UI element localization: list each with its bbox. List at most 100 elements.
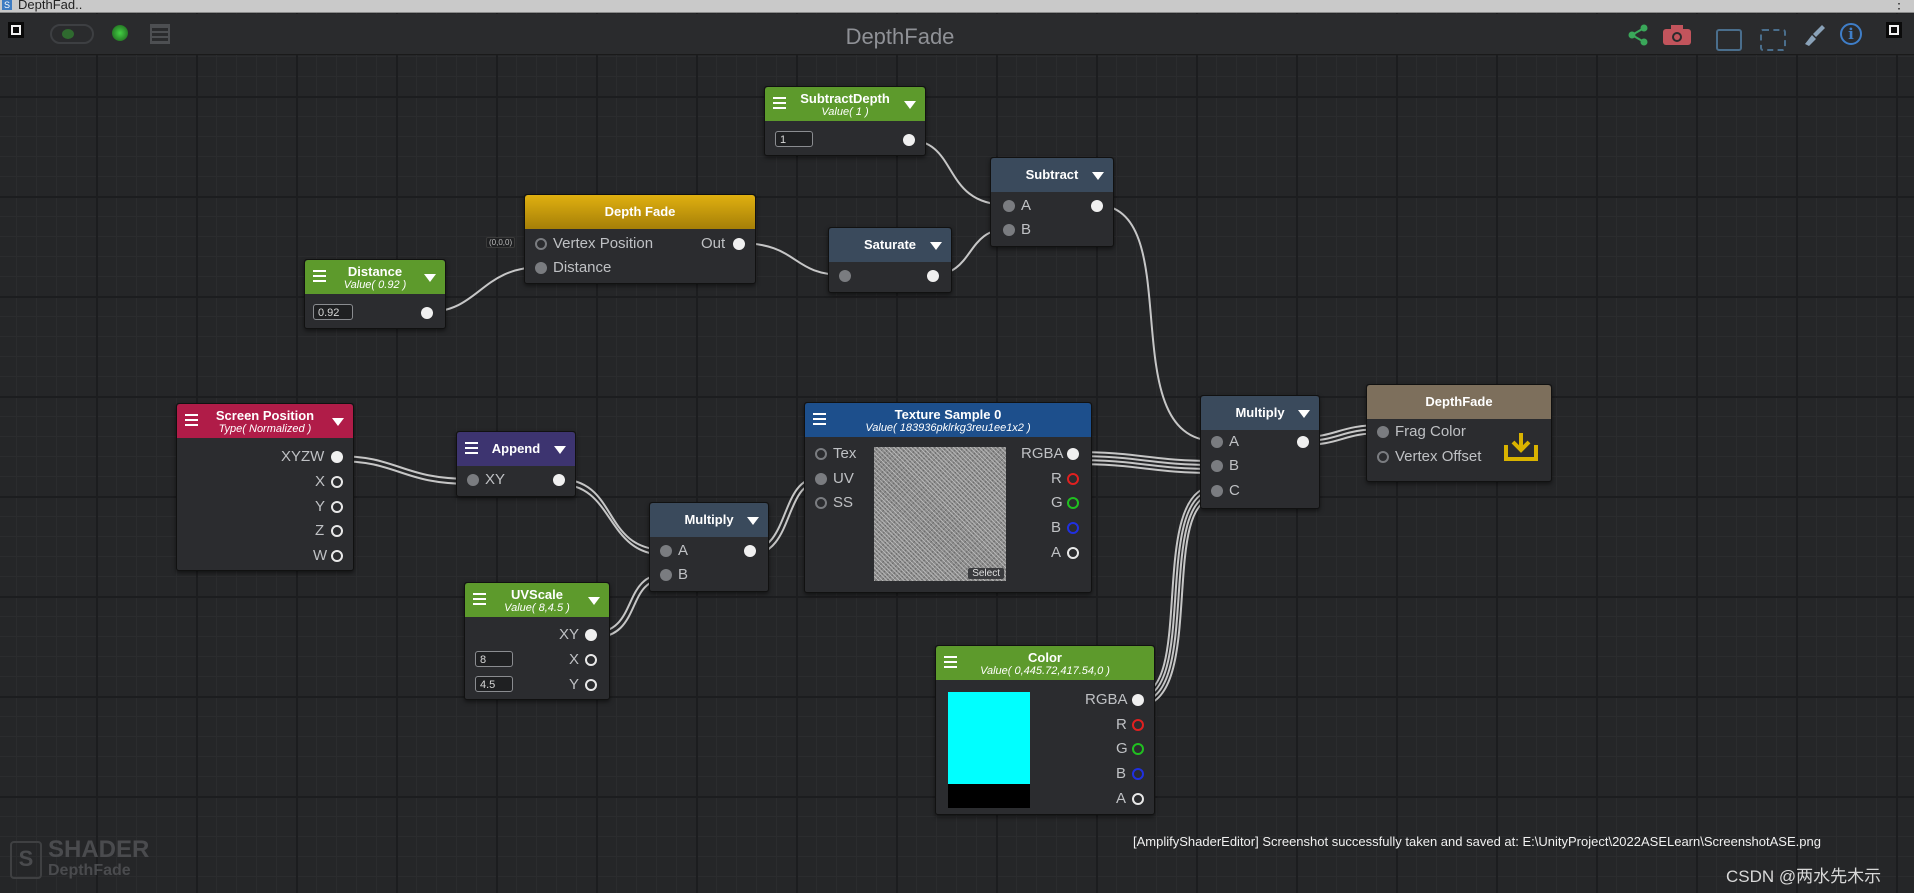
- node-saturate[interactable]: Saturate: [828, 227, 952, 293]
- node-header[interactable]: SubtractDepth Value( 1 ): [765, 87, 925, 121]
- node-header[interactable]: Depth Fade: [525, 195, 755, 229]
- dropdown-arrow-icon[interactable]: [588, 597, 600, 605]
- toggle-right-panel-button[interactable]: [1886, 22, 1902, 38]
- input-port-tex[interactable]: [815, 448, 827, 460]
- output-port-a[interactable]: [1132, 793, 1144, 805]
- output-port[interactable]: [744, 545, 756, 557]
- node-header[interactable]: Subtract: [991, 158, 1113, 192]
- node-header[interactable]: UVScale Value( 8,4.5 ): [465, 583, 609, 617]
- select-button[interactable]: Select: [968, 568, 1004, 579]
- value-field-y[interactable]: 4.5: [475, 676, 513, 692]
- cleanup-icon[interactable]: [1802, 24, 1826, 46]
- input-port-distance[interactable]: [535, 262, 547, 274]
- hamburger-icon[interactable]: [465, 442, 478, 454]
- share-icon[interactable]: [1626, 23, 1650, 47]
- node-header[interactable]: Multiply: [650, 503, 768, 537]
- output-port[interactable]: [1091, 200, 1103, 212]
- output-port-w[interactable]: [331, 550, 343, 562]
- value-field[interactable]: 0.92: [313, 304, 353, 320]
- toggle-left-panel-button[interactable]: [8, 22, 24, 38]
- node-uvscale[interactable]: UVScale Value( 8,4.5 ) XY 8 X 4.5 Y: [464, 582, 610, 700]
- output-port-xy[interactable]: [585, 629, 597, 641]
- input-port-a[interactable]: [1211, 436, 1223, 448]
- input-port-uv[interactable]: [815, 473, 827, 485]
- output-port-r[interactable]: [1132, 719, 1144, 731]
- node-distance[interactable]: Distance Value( 0.92 ) 0.92: [304, 259, 446, 329]
- output-port-xyzw[interactable]: [331, 451, 343, 463]
- hamburger-icon[interactable]: [313, 270, 326, 282]
- output-port-x[interactable]: [585, 654, 597, 666]
- camera-icon[interactable]: [1662, 24, 1692, 46]
- input-port-a[interactable]: [660, 545, 672, 557]
- output-port-r[interactable]: [1067, 473, 1079, 485]
- clipboard-icon[interactable]: [150, 24, 170, 44]
- node-header[interactable]: Texture Sample 0 Value( 183936pklrkg3reu…: [805, 403, 1091, 437]
- output-port-y[interactable]: [585, 679, 597, 691]
- output-port[interactable]: [927, 270, 939, 282]
- status-orb-icon[interactable]: [112, 25, 128, 41]
- node-multiply-left[interactable]: Multiply A B: [649, 502, 769, 592]
- node-color[interactable]: Color Value( 0,445.72,417.54,0 ) RGBA R …: [935, 645, 1155, 815]
- node-header[interactable]: Multiply: [1201, 396, 1319, 430]
- node-header[interactable]: Distance Value( 0.92 ): [305, 260, 445, 294]
- dropdown-arrow-icon[interactable]: [1092, 172, 1104, 180]
- output-port-b[interactable]: [1067, 522, 1079, 534]
- node-header[interactable]: Screen Position Type( Normalized ): [177, 404, 353, 438]
- dropdown-arrow-icon[interactable]: [930, 242, 942, 250]
- input-port-c[interactable]: [1211, 485, 1223, 497]
- value-field[interactable]: 1: [775, 131, 813, 147]
- fit-view-icon[interactable]: [1760, 29, 1786, 51]
- node-header[interactable]: Saturate: [829, 228, 951, 262]
- input-port-vertex-position[interactable]: [535, 238, 547, 250]
- output-port-g[interactable]: [1132, 743, 1144, 755]
- input-port-frag-color[interactable]: [1377, 426, 1389, 438]
- hamburger-icon[interactable]: [473, 593, 486, 605]
- hamburger-icon[interactable]: [813, 413, 826, 425]
- output-port-z[interactable]: [331, 525, 343, 537]
- node-depth-fade[interactable]: Depth Fade Vertex Position Distance Out: [524, 194, 756, 284]
- dropdown-arrow-icon[interactable]: [747, 517, 759, 525]
- input-port-b[interactable]: [660, 569, 672, 581]
- output-port[interactable]: [421, 307, 433, 319]
- focus-selected-icon[interactable]: [1716, 29, 1742, 51]
- live-mode-icon[interactable]: [50, 24, 94, 44]
- dropdown-arrow-icon[interactable]: [1298, 410, 1310, 418]
- window-menu-icon[interactable]: ⋮: [1892, 0, 1906, 11]
- output-port[interactable]: [903, 134, 915, 146]
- node-texture-sample[interactable]: Texture Sample 0 Value( 183936pklrkg3reu…: [804, 402, 1092, 593]
- output-port-rgba[interactable]: [1132, 694, 1144, 706]
- info-icon[interactable]: i: [1840, 23, 1862, 45]
- input-port-b[interactable]: [1211, 460, 1223, 472]
- dropdown-arrow-icon[interactable]: [904, 101, 916, 109]
- node-header[interactable]: Color Value( 0,445.72,417.54,0 ): [936, 646, 1154, 680]
- download-icon[interactable]: [1502, 431, 1540, 465]
- output-port-x[interactable]: [331, 476, 343, 488]
- dropdown-arrow-icon[interactable]: [424, 274, 436, 282]
- node-header[interactable]: DepthFade: [1367, 385, 1551, 419]
- output-port-b[interactable]: [1132, 768, 1144, 780]
- output-port[interactable]: [553, 474, 565, 486]
- input-port-xy[interactable]: [467, 474, 479, 486]
- output-port-rgba[interactable]: [1067, 448, 1079, 460]
- output-port[interactable]: [733, 238, 745, 250]
- node-output-depthfade[interactable]: DepthFade Frag Color Vertex Offset: [1366, 384, 1552, 482]
- output-port-y[interactable]: [331, 501, 343, 513]
- texture-preview[interactable]: Select: [874, 447, 1006, 581]
- dropdown-arrow-icon[interactable]: [554, 446, 566, 454]
- color-swatch[interactable]: [948, 692, 1030, 808]
- output-port-g[interactable]: [1067, 497, 1079, 509]
- node-multiply-right[interactable]: Multiply A B C: [1200, 395, 1320, 509]
- hamburger-icon[interactable]: [773, 97, 786, 109]
- input-port-b[interactable]: [1003, 224, 1015, 236]
- dropdown-arrow-icon[interactable]: [332, 418, 344, 426]
- node-append[interactable]: Append XY: [456, 431, 576, 497]
- hamburger-icon[interactable]: [185, 414, 198, 426]
- node-header[interactable]: Append: [457, 432, 575, 466]
- input-port-vertex-offset[interactable]: [1377, 451, 1389, 463]
- node-subtract[interactable]: Subtract A B: [990, 157, 1114, 247]
- input-port[interactable]: [839, 270, 851, 282]
- hamburger-icon[interactable]: [944, 656, 957, 668]
- input-port-ss[interactable]: [815, 497, 827, 509]
- node-screen-position[interactable]: Screen Position Type( Normalized ) XYZW …: [176, 403, 354, 571]
